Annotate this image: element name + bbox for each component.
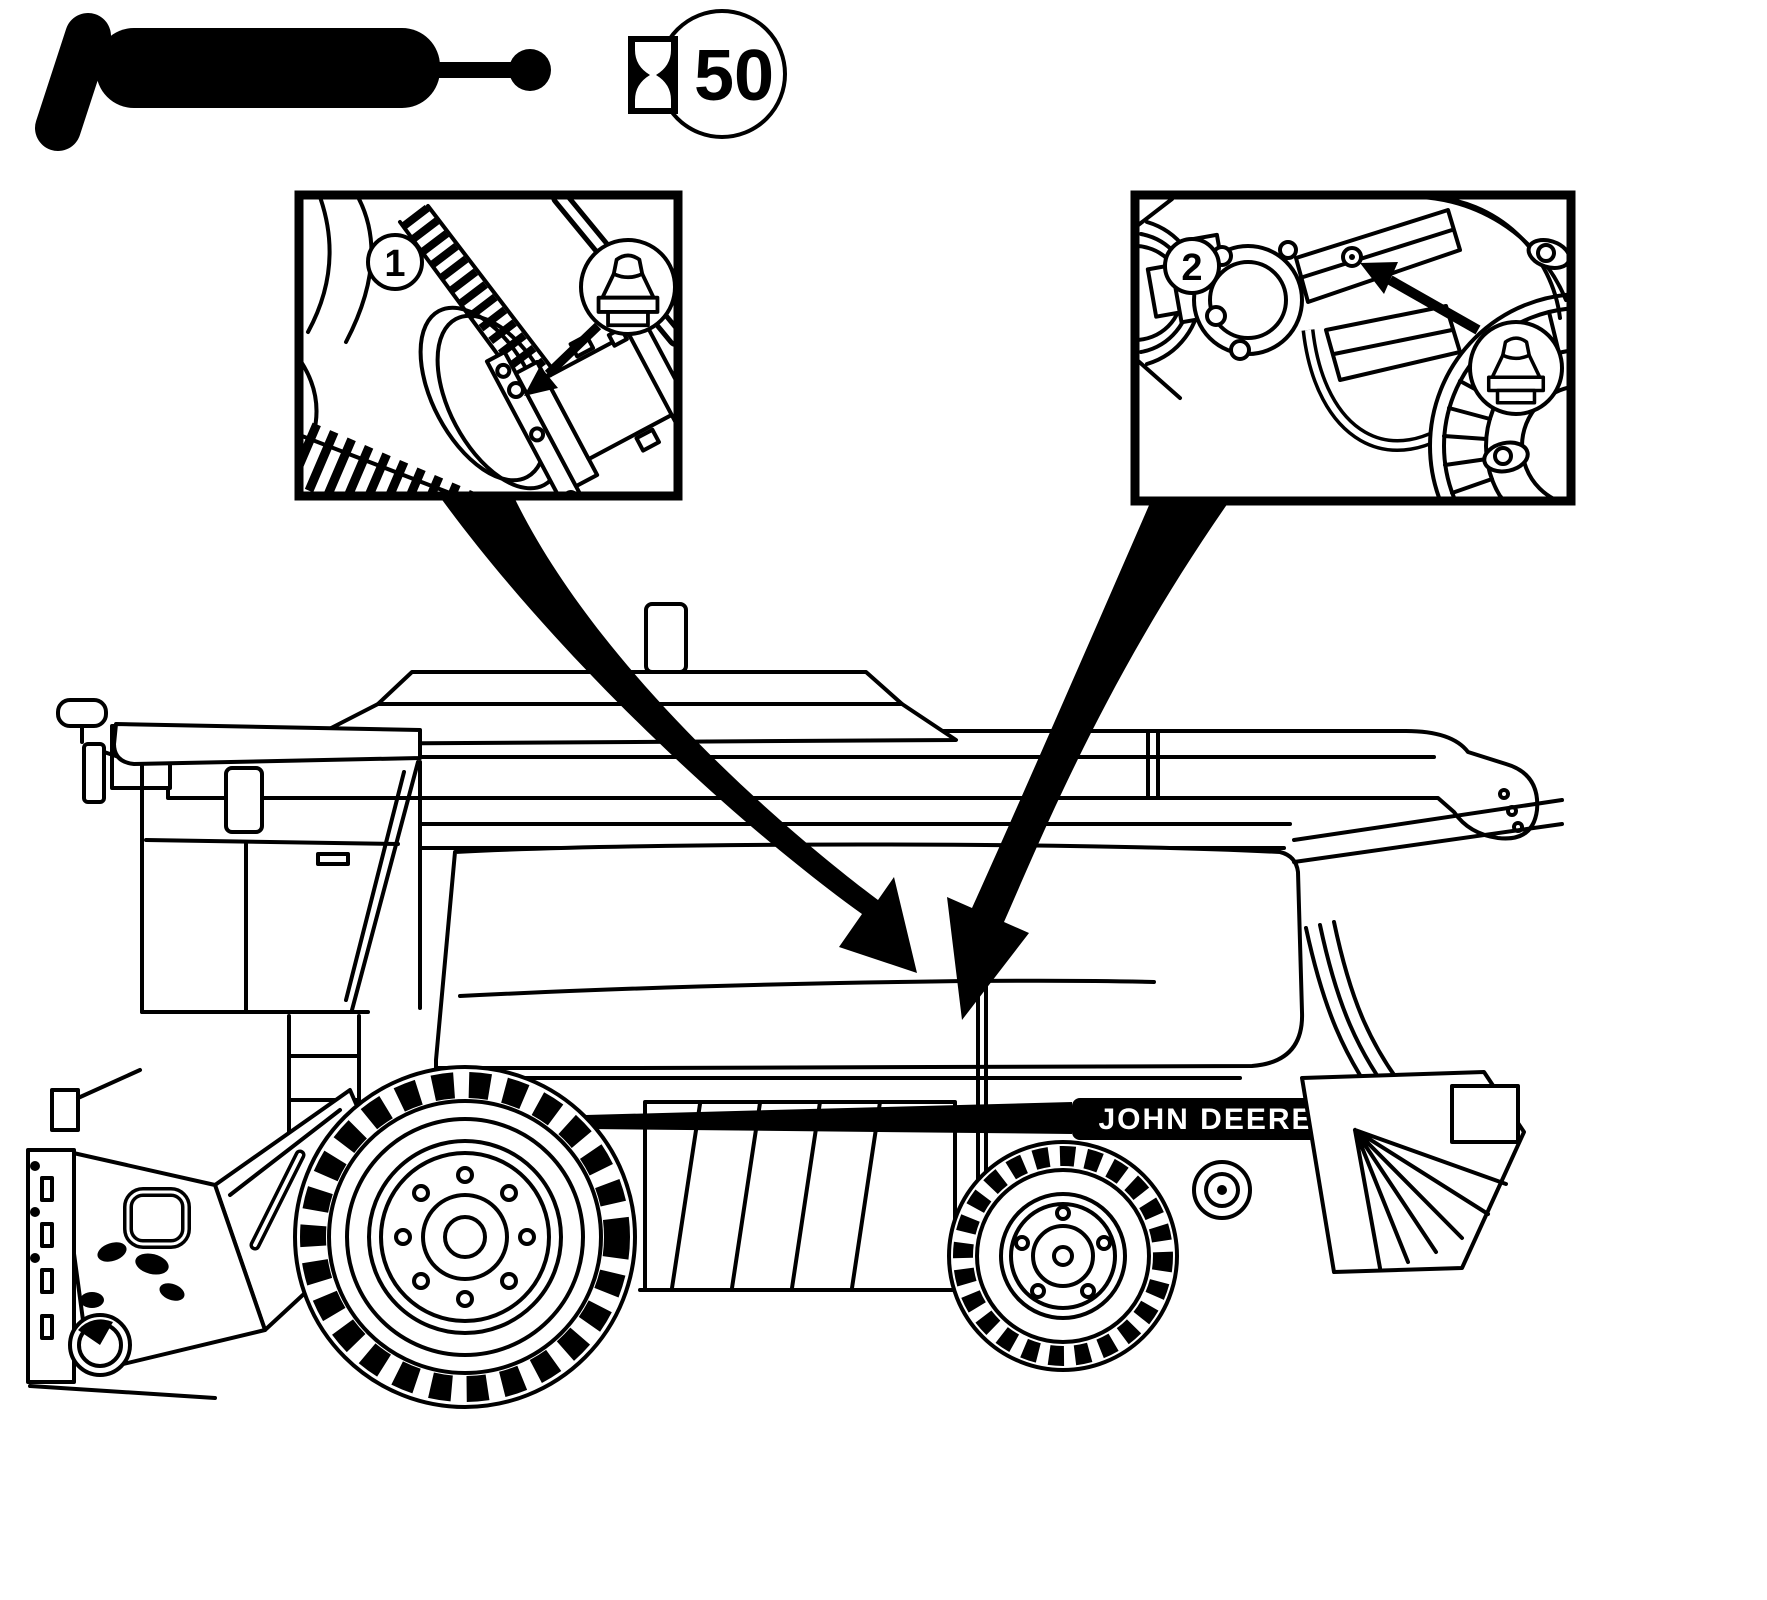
combine-illustration: JOHN DEERE (26, 602, 1564, 1409)
detail-box-2-border (1130, 190, 1576, 506)
operator-seat (224, 766, 264, 834)
cab (112, 722, 422, 1014)
detail-box-2: 2 (1130, 190, 1576, 506)
callout-badge-1 (366, 233, 424, 291)
ribbed-drum (1428, 292, 1567, 497)
pointer-arrowhead (524, 366, 558, 396)
beacon-lamp (56, 698, 108, 728)
brand-decal-band (1072, 1098, 1340, 1140)
rear-section (984, 798, 1564, 1274)
callout-number-1: 1 (384, 243, 405, 285)
detail-box-1-border (294, 190, 683, 501)
tire-tread (300, 1072, 630, 1402)
tire-tread (953, 1146, 1173, 1366)
leader-arrow-1 (440, 497, 917, 973)
front-wheel (293, 1065, 637, 1409)
brand-decal: JOHN DEERE (1098, 1103, 1313, 1136)
pointer-arrowhead (1360, 262, 1398, 294)
interval-value: 50 (694, 36, 774, 116)
rear-rim (999, 1192, 1127, 1320)
exhaust-stack (644, 602, 688, 674)
rear-wheel (947, 1140, 1179, 1372)
callout-number-2: 2 (1181, 247, 1202, 289)
lower-panel (638, 1100, 960, 1292)
toothed-belt-lower (303, 422, 477, 493)
leader-arrow-2 (947, 503, 1228, 1020)
support-arm (1294, 208, 1462, 304)
grease-point-1 (507, 381, 525, 399)
service-interval-badge: 50 (628, 9, 787, 139)
mirror (82, 742, 106, 804)
cutter-bar (28, 1384, 217, 1400)
detail-box-1-art (303, 199, 674, 493)
callout-badge-2 (1163, 237, 1221, 295)
grease-gun-icon (35, 13, 551, 151)
detail-box-1: 1 (294, 190, 683, 501)
cab-roof (112, 722, 422, 766)
